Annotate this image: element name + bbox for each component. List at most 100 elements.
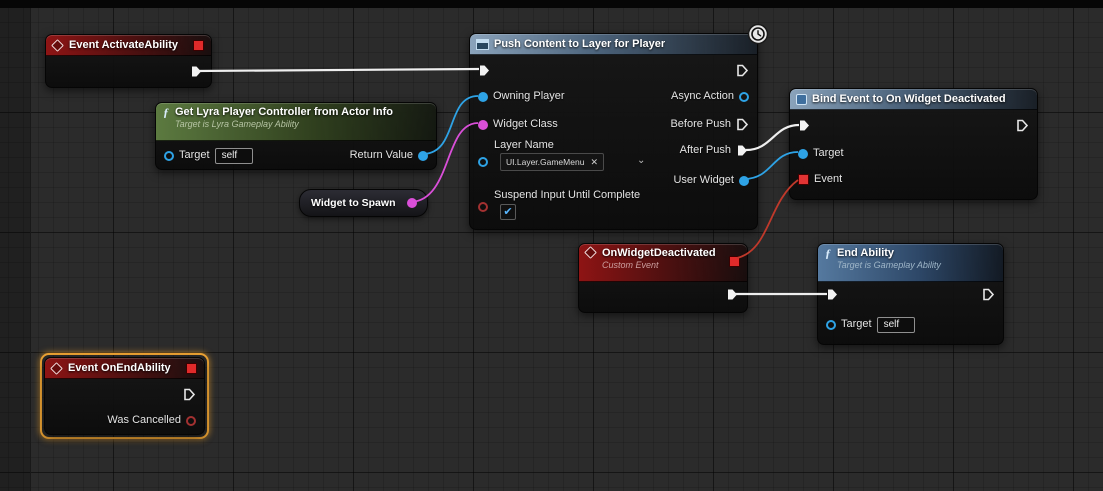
suspend-input-pin[interactable] (478, 201, 488, 212)
return-value-row: Return Value (350, 149, 428, 162)
exec-out-pin[interactable] (736, 64, 749, 77)
node-title: Push Content to Layer for Player (494, 37, 666, 50)
left-border (0, 8, 31, 491)
node-event-activate-ability[interactable]: Event ActivateAbility (45, 34, 212, 88)
node-title: Get Lyra Player Controller from Actor In… (175, 106, 394, 118)
node-title: OnWidgetDeactivated (602, 247, 716, 259)
target-self-input[interactable]: self (876, 316, 915, 333)
node-push-content-to-layer[interactable]: Push Content to Layer for Player Owning … (469, 23, 769, 230)
bind-event-icon (796, 93, 807, 105)
event-pin-row: Event (798, 173, 842, 186)
before-push-label: Before Push (670, 118, 731, 130)
target-pin[interactable] (798, 148, 808, 159)
node-header[interactable]: ƒ End Ability Target is Gameplay Ability (818, 244, 1003, 282)
node-header[interactable]: Push Content to Layer for Player (470, 34, 757, 55)
widget-class-label: Widget Class (493, 118, 558, 130)
target-pin[interactable] (826, 319, 836, 330)
exec-in-pin[interactable] (798, 119, 811, 132)
exec-in-pin[interactable] (478, 64, 491, 77)
layer-tag-value: UI.Layer.GameMenu (506, 157, 585, 167)
node-header[interactable]: Event OnEndAbility (45, 358, 204, 379)
return-value-label: Return Value (349, 149, 413, 161)
exec-out-row (736, 64, 749, 77)
exec-out-pin[interactable] (190, 65, 203, 78)
suspend-pin-row (478, 200, 488, 213)
user-widget-pin[interactable] (739, 175, 749, 186)
async-action-row: Async Action (671, 90, 749, 103)
after-push-pin[interactable] (736, 144, 749, 157)
node-header[interactable]: OnWidgetDeactivated Custom Event (579, 244, 747, 282)
owning-player-row: Owning Player (478, 90, 565, 103)
node-title: Event OnEndAbility (68, 361, 171, 374)
was-cancelled-pin[interactable] (186, 415, 196, 426)
node-event-on-end-ability[interactable]: Event OnEndAbility Was Cancelled (44, 357, 205, 435)
node-end-ability[interactable]: ƒ End Ability Target is Gameplay Ability… (817, 243, 1004, 345)
event-diamond-icon (584, 246, 597, 259)
target-self-input[interactable]: self (214, 147, 253, 164)
node-title: End Ability (837, 247, 895, 259)
exec-out-row (726, 288, 739, 301)
target-pin[interactable] (164, 150, 174, 161)
exec-in-row (798, 119, 811, 132)
layer-name-label-row: Layer Name (494, 139, 554, 152)
exec-in-row (826, 288, 839, 301)
selection-outline (40, 353, 209, 439)
exec-out-row (1016, 119, 1029, 132)
node-subtitle: Custom Event (602, 260, 659, 270)
widget-to-spawn-pin[interactable] (407, 198, 417, 208)
exec-in-pin[interactable] (826, 288, 839, 301)
node-title: Bind Event to On Widget Deactivated (812, 92, 1006, 105)
widget-class-row: Widget Class (478, 118, 558, 131)
exec-out-pin[interactable] (1016, 119, 1029, 132)
chevron-down-icon[interactable]: ⌄ (637, 155, 646, 166)
suspend-input-checkbox[interactable]: ✔ (500, 204, 516, 220)
owning-player-label: Owning Player (493, 90, 565, 102)
latent-clock-icon (747, 23, 769, 50)
wire-exec-activate-to-push (195, 67, 480, 73)
node-subtitle: Target is Lyra Gameplay Ability (175, 119, 299, 129)
clear-tag-icon[interactable]: ✕ (590, 156, 598, 167)
was-cancelled-row: Was Cancelled (107, 414, 196, 427)
exec-out-row (183, 388, 196, 401)
after-push-row: After Push (680, 144, 749, 157)
function-icon: ƒ (163, 105, 169, 119)
event-pin-label: Event (814, 173, 843, 185)
exec-out-pin[interactable] (726, 288, 739, 301)
event-delegate-pin[interactable] (798, 174, 809, 185)
widget-class-pin[interactable] (478, 119, 488, 130)
layer-name-label: Layer Name (494, 139, 554, 151)
was-cancelled-label: Was Cancelled (107, 414, 181, 426)
target-pin-label: Target (841, 318, 872, 330)
after-push-label: After Push (679, 144, 731, 156)
exec-out-row (190, 65, 203, 78)
exec-out-pin[interactable] (982, 288, 995, 301)
node-widget-to-spawn[interactable]: Widget to Spawn (299, 189, 428, 217)
delegate-badge-icon[interactable] (186, 362, 197, 374)
variable-title: Widget to Spawn (311, 196, 396, 209)
check-icon: ✔ (503, 205, 513, 218)
user-widget-label: User Widget (673, 174, 734, 186)
top-border (0, 0, 1103, 8)
layer-name-dropdown[interactable]: UI.Layer.GameMenu ✕ (500, 153, 604, 171)
node-header[interactable]: Event ActivateAbility (46, 35, 211, 56)
node-on-widget-deactivated[interactable]: OnWidgetDeactivated Custom Event (578, 243, 748, 313)
owning-player-pin[interactable] (478, 91, 488, 102)
node-header[interactable]: ƒ Get Lyra Player Controller from Actor … (156, 103, 436, 141)
delegate-badge-pin[interactable] (729, 256, 740, 267)
return-value-pin[interactable] (418, 150, 428, 161)
exec-out-pin[interactable] (183, 388, 196, 401)
layer-name-pin-row (478, 155, 488, 168)
exec-out-row (982, 288, 995, 301)
node-header[interactable]: Bind Event to On Widget Deactivated (790, 89, 1037, 110)
async-action-pin[interactable] (739, 91, 749, 102)
target-pin-row: Target (798, 147, 844, 160)
node-subtitle: Target is Gameplay Ability (837, 260, 941, 270)
widget-node-icon (476, 38, 489, 50)
node-bind-event[interactable]: Bind Event to On Widget Deactivated Targ… (789, 88, 1038, 200)
suspend-label-row: Suspend Input Until Complete (494, 189, 640, 202)
layer-name-pin[interactable] (478, 156, 488, 167)
delegate-badge-icon[interactable] (193, 39, 204, 51)
node-get-lyra-player-controller[interactable]: ƒ Get Lyra Player Controller from Actor … (155, 102, 437, 170)
before-push-pin[interactable] (736, 118, 749, 131)
